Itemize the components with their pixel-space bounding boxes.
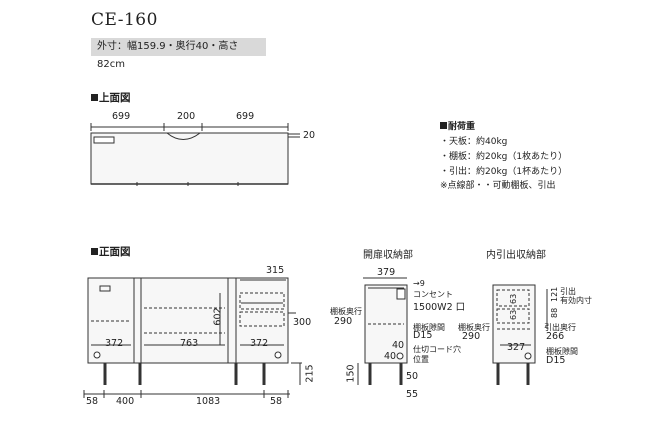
- door-shelf-depth-label: 棚板奥行: [330, 307, 362, 316]
- dim-379: 379: [377, 267, 396, 278]
- load-item: ・引出：約20kg（1杯あたり）: [440, 167, 568, 177]
- dim-top-left: 699: [112, 111, 131, 122]
- model-title: CE-160: [91, 10, 158, 30]
- dim-602: 602: [212, 307, 224, 326]
- dim-63-b: 63: [509, 309, 518, 320]
- load-capacity: 耐荷重 ・天板：約40kg ・棚板：約20kg（1枚あたり） ・引出：約20kg…: [440, 120, 567, 180]
- dim-372-right: 372: [250, 338, 269, 349]
- front-view-drawing: [83, 277, 302, 398]
- door-gap-label: 棚板隙間: [413, 323, 445, 332]
- load-item: ・天板：約40kg: [440, 137, 508, 147]
- top-view-heading: 上面図: [91, 90, 131, 105]
- drawer-shelf-depth: 290: [462, 331, 481, 342]
- load-note: ※点線部・・可動棚板、引出: [440, 181, 556, 191]
- dim-215: 215: [304, 364, 316, 383]
- dim-763: 763: [180, 338, 199, 349]
- door-storage-heading: 開扉収納部: [363, 250, 413, 261]
- dim-top-mid: 200: [177, 111, 196, 122]
- dim-40-b: 40: [384, 351, 397, 362]
- outlet-spec: 1500W2 口: [413, 302, 466, 313]
- drawer-inner-label-2: 有効内寸: [560, 296, 592, 305]
- door-shelf-depth: 290: [334, 316, 353, 327]
- dim-bottom-58-right: 58: [270, 396, 283, 407]
- drawer-storage-heading: 内引出収納部: [486, 250, 546, 261]
- dim-bottom-58-left: 58: [86, 396, 99, 407]
- dim-372-left: 372: [105, 338, 124, 349]
- dim-121: 121: [550, 286, 559, 302]
- outlet-label: コンセント: [413, 290, 453, 299]
- cord-hole-label: 仕切コード穴: [413, 345, 461, 354]
- drawer-section-drawing: [492, 284, 548, 385]
- front-view-heading: 正面図: [91, 244, 131, 259]
- cord-hole-label-2: 位置: [413, 355, 429, 364]
- dim-327: 327: [507, 342, 526, 353]
- dim-63-a: 63: [509, 293, 518, 304]
- load-item: ・棚板：約20kg（1枚あたり）: [440, 152, 568, 162]
- dim-150: 150: [345, 364, 357, 383]
- drawer-gap-label: 棚板隙間: [546, 347, 578, 356]
- drawer-depth-label: 引出奥行: [544, 323, 576, 332]
- dim-315: 315: [266, 265, 285, 276]
- dim-88: 88: [550, 307, 559, 318]
- drawer-inner-label: 引出: [560, 287, 576, 296]
- door-section-drawing: [357, 277, 408, 385]
- dim-40-a: 40: [392, 340, 405, 351]
- drawer-gap: D15: [546, 355, 566, 366]
- load-heading: 耐荷重: [440, 120, 567, 135]
- outer-dimensions: 外寸：幅159.9・奥行40・高さ82cm: [91, 38, 266, 70]
- dim-9: →9: [413, 279, 425, 288]
- dim-bottom-400: 400: [116, 396, 135, 407]
- dim-50: 50: [406, 371, 419, 382]
- dim-55: 55: [406, 389, 419, 400]
- dim-bottom-1083: 1083: [196, 396, 221, 407]
- dim-top-side: 20: [303, 130, 316, 141]
- dim-top-right: 699: [236, 111, 255, 122]
- dim-300: 300: [293, 317, 312, 328]
- top-view-drawing: [90, 123, 300, 186]
- door-gap: D15: [413, 330, 433, 341]
- drawer-shelf-depth-label: 棚板奥行: [458, 323, 490, 332]
- drawer-depth: 266: [546, 331, 565, 342]
